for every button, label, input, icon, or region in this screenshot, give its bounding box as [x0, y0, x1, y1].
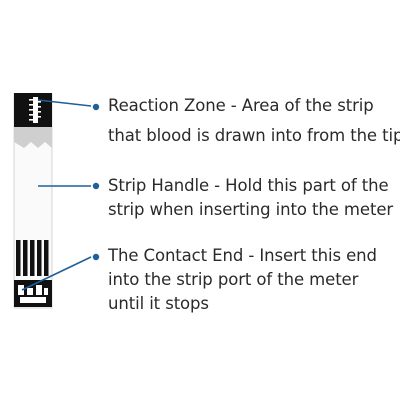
contact-end [14, 240, 52, 307]
reaction-zone [14, 93, 52, 127]
strip-handle-label: Strip Handle - Hold this part of the str… [108, 174, 393, 222]
reaction-zone-label-line-1: Reaction Zone - Area of the strip [108, 96, 374, 115]
reaction-zone-label-line-2: that blood is drawn into from the tip [108, 126, 400, 145]
test-strip [13, 93, 53, 309]
contact-end-label: The Contact End - Insert this end into t… [108, 244, 377, 316]
pointer-contact-end [21, 253, 100, 291]
reaction-zone-edge [14, 127, 52, 148]
bullet-dot [92, 253, 100, 261]
bullet-dot [92, 103, 100, 111]
bullet-dot [92, 182, 100, 190]
contact-end-label-line-3: until it stops [108, 294, 209, 313]
contact-end-label-line-1: The Contact End - Insert this end [108, 246, 377, 265]
strip-handle-label-line-1: Strip Handle - Hold this part of the [108, 176, 389, 195]
reaction-zone-label: Reaction Zone - Area of the strip that b… [108, 94, 400, 148]
strip-handle-label-line-2: strip when inserting into the meter [108, 200, 394, 219]
contact-end-label-line-2: into the strip port of the meter [108, 270, 359, 289]
pointer-reaction-zone [37, 99, 100, 111]
pointer-strip-handle [38, 182, 100, 190]
